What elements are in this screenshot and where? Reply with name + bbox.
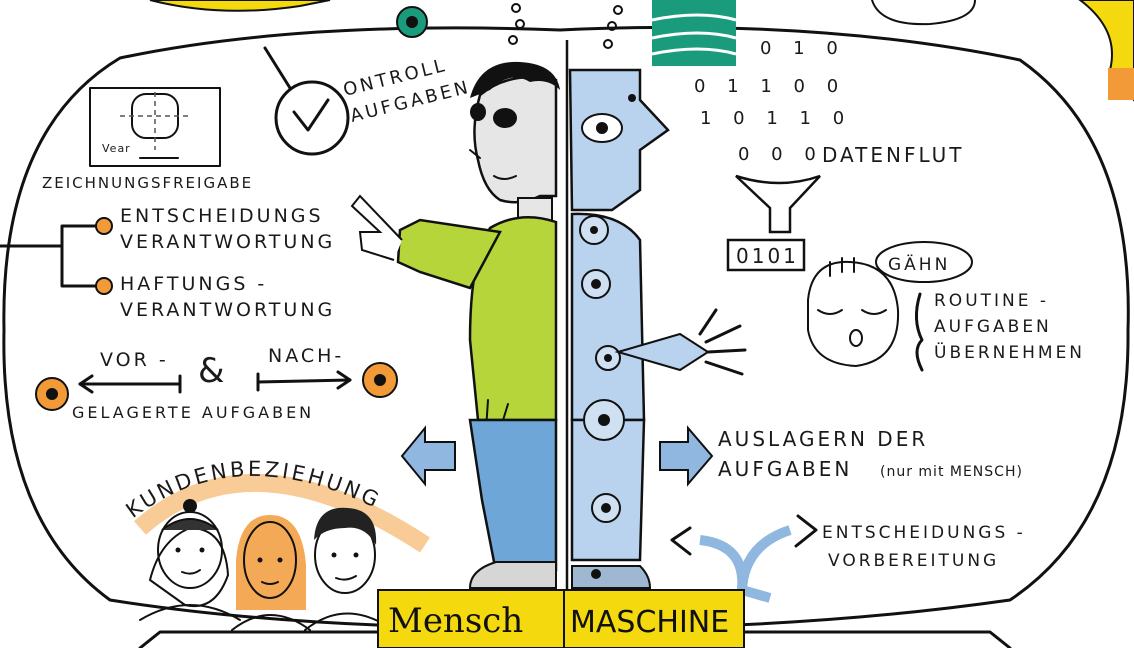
arrow-left-icon	[400, 425, 456, 487]
routine-label-3: ÜBERNEHMEN	[934, 341, 1085, 363]
zeichnungsfreigabe-label: ZEICHNUNGSFREIGABE	[42, 174, 253, 192]
maschine-label-box	[563, 589, 745, 648]
auslagern-label-1: AUSLAGERN DER	[718, 427, 928, 451]
bullet-orange-icon	[95, 217, 113, 235]
entscheidungs-label-2: VERANTWORTUNG	[120, 231, 335, 253]
nach-label: NACH-	[268, 345, 344, 367]
entscheidungs-vorb-label-2: VORBEREITUNG	[828, 551, 999, 571]
svg-text:0 1 0: 0 1 0	[760, 38, 846, 59]
gelagerte-label: GELAGERTE AUFGABEN	[72, 403, 314, 422]
branch-arrows-icon	[670, 514, 818, 603]
arrow-right-icon	[659, 425, 714, 487]
magnifier-checkmark-icon	[263, 6, 428, 156]
routine-label-1: ROUTINE -	[934, 291, 1049, 311]
auslagern-label-2: AUFGABEN	[718, 457, 852, 481]
corner-orange-decoration	[1108, 68, 1134, 100]
gaehn-label: GÄHN	[888, 254, 950, 275]
thought-dots-icon	[508, 3, 623, 49]
teal-logo-icon	[651, 0, 737, 66]
robot-figure-icon	[568, 68, 747, 589]
human-figure-icon	[350, 61, 560, 589]
technical-drawing-icon	[89, 87, 221, 167]
drawing-annotation: Vear	[102, 142, 131, 155]
svg-text:0 0 0: 0 0 0	[738, 144, 824, 165]
funnel-output-box	[726, 238, 806, 272]
svg-text:1 0 1 1 0: 1 0 1 1 0	[700, 108, 852, 129]
routine-label-2: AUFGABEN	[934, 317, 1052, 337]
sleepy-face-icon	[807, 257, 900, 367]
entscheidungs-label-1: ENTSCHEIDUNGS	[120, 205, 324, 227]
svg-text:0 1 1 0 0: 0 1 1 0 0	[694, 76, 846, 97]
customer-faces-icon	[139, 499, 391, 631]
ufo-sketch-icon	[871, 0, 976, 26]
funnel-output-label: 0101	[736, 244, 799, 268]
auslagern-note: (nur mit MENSCH)	[880, 464, 1023, 480]
curly-bracket	[915, 292, 924, 372]
responsibility-bracket	[0, 224, 98, 288]
datenflut-label: DATENFLUT	[822, 143, 965, 167]
maschine-label: MASCHINE	[570, 605, 729, 640]
vor-nach-arrows-icon	[35, 362, 398, 411]
bullet-orange-icon	[95, 277, 113, 295]
haftungs-label-1: HAFTUNGS -	[120, 273, 267, 295]
ampersand-label: &	[198, 351, 225, 391]
entscheidungs-vorb-label-1: ENTSCHEIDUNGS -	[822, 523, 1026, 543]
binary-data-flood: 0 1 0 0 1 1 0 0 1 0 1 1 0 0 0 0	[694, 38, 852, 165]
kunden-highlight	[134, 473, 430, 553]
haftungs-label-2: VERANTWORTUNG	[120, 299, 335, 321]
mensch-label: Mensch	[388, 601, 523, 641]
mensch-label-box	[377, 589, 565, 648]
funnel-icon	[735, 174, 821, 234]
yellow-blob-decoration	[149, 0, 331, 12]
speech-bubble-outline	[875, 241, 973, 283]
vor-label: VOR -	[100, 349, 169, 371]
